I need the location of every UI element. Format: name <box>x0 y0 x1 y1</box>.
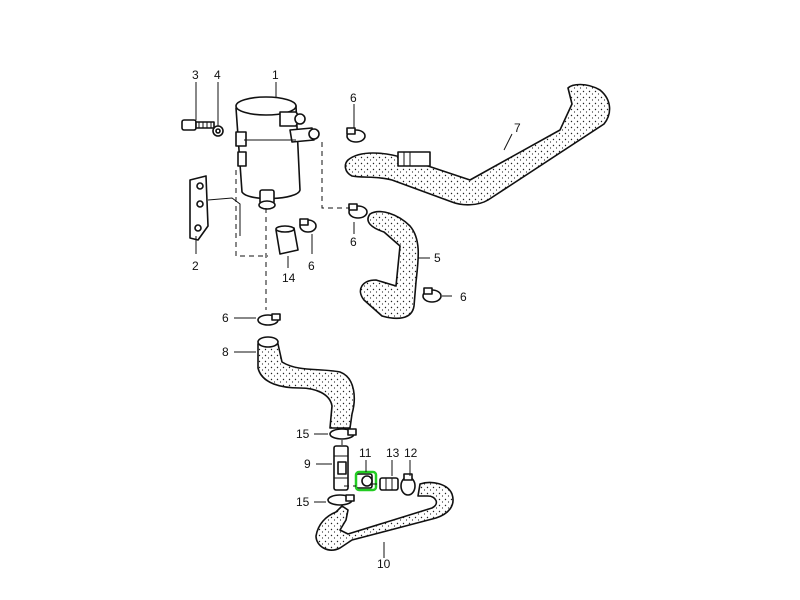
callout-6: 6 <box>350 235 357 249</box>
callout-5: 5 <box>434 251 441 265</box>
hose-long[interactable] <box>344 83 611 206</box>
callout-4: 4 <box>214 68 221 82</box>
callout-12: 12 <box>404 446 418 460</box>
callout-7: 7 <box>514 121 521 135</box>
callout-2: 2 <box>192 259 199 273</box>
mounting-bracket[interactable] <box>189 175 241 241</box>
assembly-lines <box>235 142 380 487</box>
callout-1: 1 <box>272 68 279 82</box>
callout-9: 9 <box>304 457 311 471</box>
hose-clamp[interactable] <box>257 313 281 326</box>
hose-clamp[interactable] <box>299 218 317 233</box>
hose-elbow[interactable] <box>359 210 420 320</box>
callout-8: 8 <box>222 345 229 359</box>
callout-15: 15 <box>296 495 310 509</box>
tube-connector[interactable] <box>333 445 349 491</box>
callout-13: 13 <box>386 446 400 460</box>
hose-clamp-15[interactable] <box>327 494 355 506</box>
hose-clamp-12[interactable] <box>400 473 416 496</box>
callout-6: 6 <box>460 290 467 304</box>
callout-11: 11 <box>359 446 372 460</box>
callout-6: 6 <box>350 91 357 105</box>
oil-separator-canister[interactable] <box>235 96 320 210</box>
callout-6: 6 <box>222 311 229 325</box>
callout-14: 14 <box>282 271 296 285</box>
hose-clamp[interactable] <box>348 203 368 219</box>
hose-clamp[interactable] <box>422 287 442 303</box>
callout-10: 10 <box>377 557 391 571</box>
callout-6: 6 <box>308 259 315 273</box>
leader-lines <box>195 82 513 558</box>
bolt[interactable] <box>181 119 215 131</box>
rubber-sleeve[interactable] <box>275 225 299 255</box>
hose-s-bend[interactable] <box>257 336 355 429</box>
washer[interactable] <box>212 125 224 137</box>
callout-3: 3 <box>192 68 199 82</box>
callout-15: 15 <box>296 427 310 441</box>
hose-clamp-15[interactable] <box>329 428 357 440</box>
callout-labels: 1 3 4 6 7 2 6 6 14 5 6 6 8 15 9 15 11 13… <box>192 68 521 571</box>
fitting-11[interactable] <box>354 470 378 492</box>
check-valve[interactable] <box>379 477 399 491</box>
hose-bottom[interactable] <box>315 481 454 551</box>
hose-clamp[interactable] <box>346 127 366 143</box>
